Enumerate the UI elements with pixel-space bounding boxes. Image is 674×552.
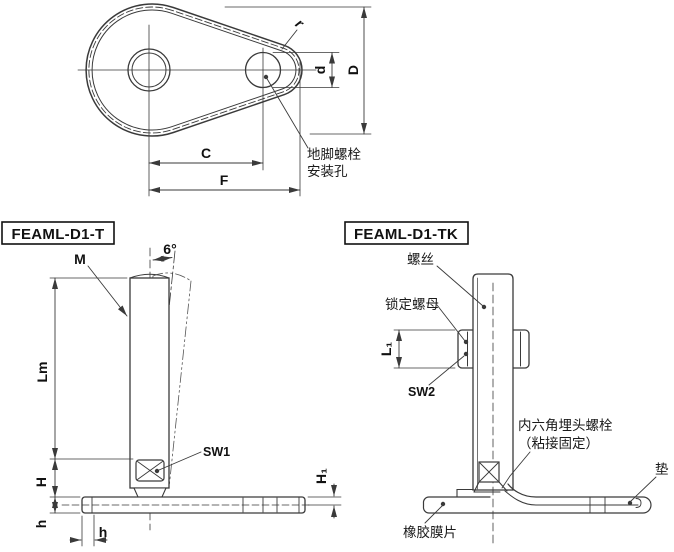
socket-bolt (473, 461, 508, 493)
dimension-h-bottom: h (69, 514, 108, 547)
callout-r: r (281, 15, 308, 50)
label-screw: 螺丝 (407, 252, 434, 267)
right-view-title-box: FEAML-D1-TK (344, 221, 469, 245)
left-view-title-box: FEAML-D1-T (1, 221, 115, 245)
right-view-drawing: FEAML-D1-TK (344, 221, 669, 546)
top-view-drawing: D d C F r 地脚螺栓 安装孔 (77, 3, 372, 197)
dimension-H: H (33, 458, 81, 498)
plate-outline-dashed (88, 6, 300, 134)
dimension-L1: L₁ (378, 329, 456, 369)
label-bolt-line2: （粘接固定） (518, 435, 599, 451)
callout-thread-M: M (74, 251, 128, 317)
stud-tip (133, 487, 167, 498)
anchor-note-line1: 地脚螺栓 (307, 147, 361, 162)
dimension-D: D (224, 6, 372, 135)
dim-label-Lm: Lm (34, 362, 50, 383)
dim-label-F: F (220, 172, 229, 188)
washer-end-fold (635, 498, 642, 508)
dimension-H1: H₁ (307, 468, 342, 519)
dimension-angle: 6° (152, 241, 177, 262)
dim-label-r: r (292, 15, 308, 32)
dimension-h-side: h (33, 496, 81, 529)
dim-label-D: D (345, 65, 361, 75)
dim-label-angle: 6° (163, 241, 176, 257)
dim-label-d: d (312, 66, 328, 75)
wrench-flats-sw1 (135, 459, 165, 482)
dimension-Lm: Lm (34, 277, 134, 460)
dim-label-C: C (201, 145, 211, 161)
anchor-note-line2: 安装孔 (307, 164, 348, 179)
callout-socket-bolt: 内六角埋头螺栓 （粘接固定） (501, 418, 613, 489)
base-assembly (422, 483, 652, 514)
left-view-drawing: FEAML-D1-T (1, 221, 342, 547)
washer-bottom-line (504, 490, 639, 506)
base-plate (61, 496, 313, 514)
plate-outline-inner (91, 9, 297, 131)
label-rubber: 橡胶膜片 (403, 524, 457, 540)
dim-label-h-side: h (33, 520, 49, 529)
callout-sw2: SW2 (408, 351, 469, 399)
label-bolt-line1: 内六角埋头螺栓 (518, 418, 613, 433)
stud-top-dome (129, 273, 170, 279)
label-washer: 垫 (655, 462, 669, 477)
callout-sw1: SW1 (154, 445, 230, 474)
callout-lock-nut: 锁定螺母 (385, 297, 469, 345)
dim-label-h-bottom: h (99, 524, 108, 540)
shaft-seat-step (456, 488, 474, 498)
dimension-C: C (148, 145, 264, 166)
label-lock-nut: 锁定螺母 (385, 297, 439, 312)
top-view-centerlines (77, 24, 317, 197)
dim-label-SW1: SW1 (203, 445, 230, 459)
rubber-sheet-outline (422, 483, 652, 514)
left-view-title: FEAML-D1-T (12, 226, 105, 243)
dim-label-H1: H₁ (313, 468, 329, 484)
dim-label-SW2: SW2 (408, 385, 435, 399)
callout-rubber: 橡胶膜片 (403, 501, 457, 540)
right-view-title: FEAML-D1-TK (354, 226, 458, 243)
dim-label-L1: L₁ (378, 342, 394, 357)
callout-anchor-hole: 地脚螺栓 安装孔 (265, 76, 361, 179)
dim-label-H: H (33, 477, 49, 487)
stud-body (129, 277, 170, 489)
dimension-F: F (148, 172, 301, 193)
callout-screw: 螺丝 (407, 252, 487, 310)
dim-label-M: M (74, 251, 86, 267)
dimension-d: d (272, 52, 340, 88)
callout-washer: 垫 (627, 462, 669, 506)
